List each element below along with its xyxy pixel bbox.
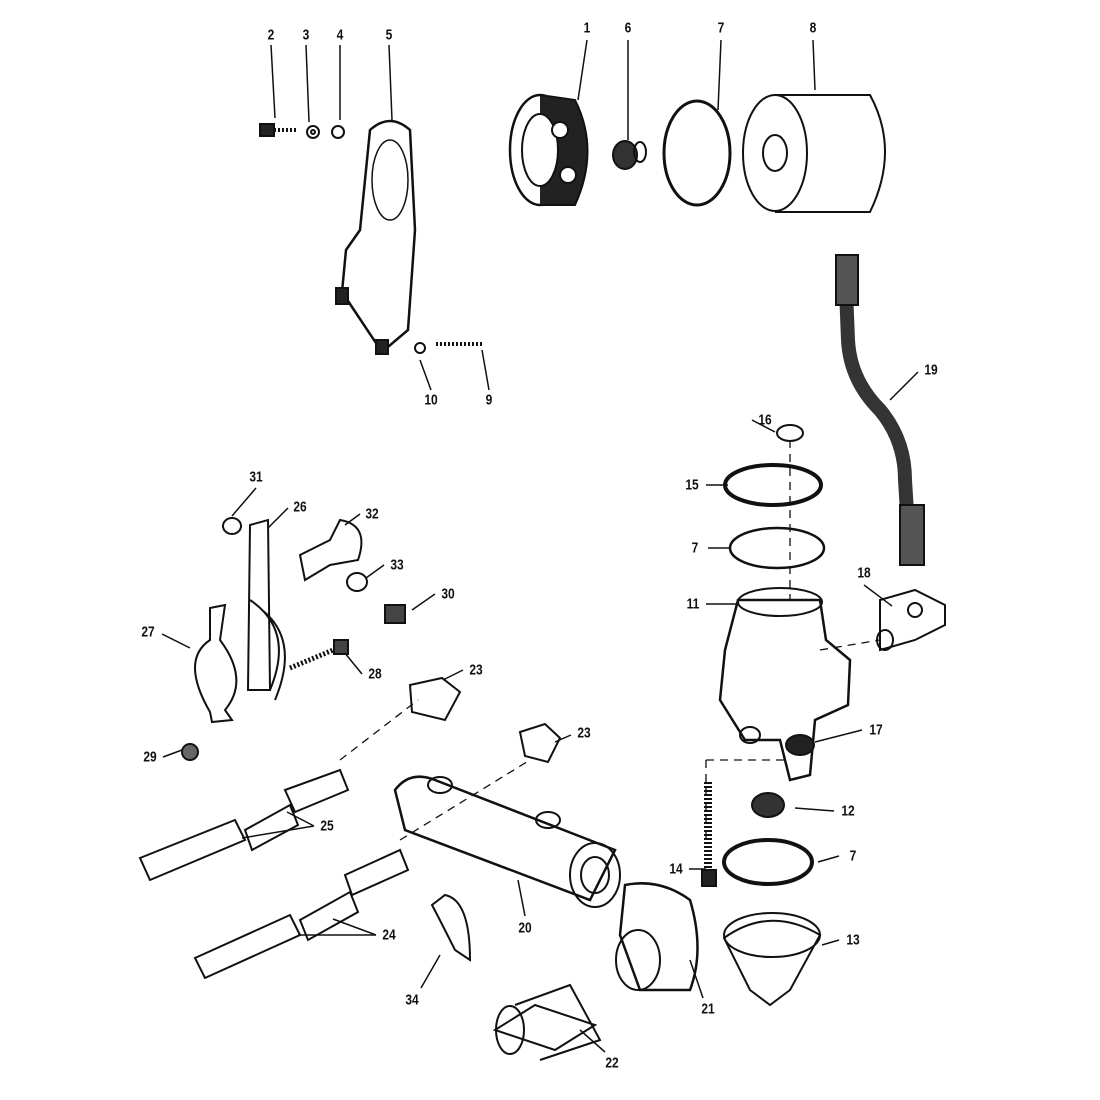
part-oil-filter — [742, 94, 886, 213]
callout-label: 7 — [849, 847, 857, 865]
part-bolt-washers — [259, 123, 345, 139]
callout-label: 33 — [390, 556, 404, 574]
callout-label: 15 — [685, 476, 699, 494]
part-clamps — [181, 517, 406, 761]
callout-label: 2 — [267, 26, 275, 44]
callout-label: 9 — [485, 391, 493, 409]
callout-label: 32 — [365, 505, 379, 523]
part-pipes — [430, 882, 699, 1061]
callout-label: 27 — [141, 623, 155, 641]
callout-label: 8 — [809, 19, 817, 37]
part-seals-upper — [723, 424, 826, 570]
part-plug-and-oring — [612, 99, 732, 207]
part-oil-cooler — [393, 775, 621, 908]
callout-label: 22 — [605, 1054, 619, 1072]
callout-label: 7 — [717, 19, 725, 37]
part-small-fittings — [408, 676, 562, 764]
callout-label: 28 — [368, 665, 382, 683]
callout-label: 19 — [924, 361, 938, 379]
part-elbow-fitting — [876, 588, 946, 652]
part-filter-base — [718, 587, 852, 782]
callout-label: 18 — [857, 564, 871, 582]
callout-label: 23 — [469, 661, 483, 679]
callout-label: 17 — [869, 721, 883, 739]
callout-label: 4 — [336, 26, 344, 44]
callout-label: 34 — [405, 991, 419, 1009]
callout-label: 21 — [701, 1000, 715, 1018]
leader-lines — [161, 39, 919, 1053]
callout-label: 16 — [758, 411, 772, 429]
callout-label: 14 — [669, 860, 683, 878]
part-adapter — [508, 93, 589, 207]
callout-label: 3 — [302, 26, 310, 44]
callout-label: 13 — [846, 931, 860, 949]
callout-label: 5 — [385, 26, 393, 44]
part-hose-fittings — [138, 768, 410, 980]
callout-label: 11 — [686, 595, 700, 613]
callout-label: 10 — [424, 391, 438, 409]
callout-label: 6 — [624, 19, 632, 37]
callout-label: 26 — [293, 498, 307, 516]
callout-label: 20 — [518, 919, 532, 937]
part-hose — [835, 254, 925, 566]
callout-label: 30 — [441, 585, 455, 603]
callout-label: 12 — [841, 802, 855, 820]
callout-label: 25 — [320, 817, 334, 835]
part-lower-assembly — [701, 782, 822, 1007]
callout-label: 23 — [577, 724, 591, 742]
part-bracket — [335, 119, 482, 355]
callout-label: 29 — [143, 748, 157, 766]
dashed-axes — [339, 440, 881, 841]
callout-label: 24 — [382, 926, 396, 944]
callout-label: 7 — [691, 539, 699, 557]
callout-label: 1 — [583, 19, 591, 37]
callout-label: 31 — [249, 468, 263, 486]
